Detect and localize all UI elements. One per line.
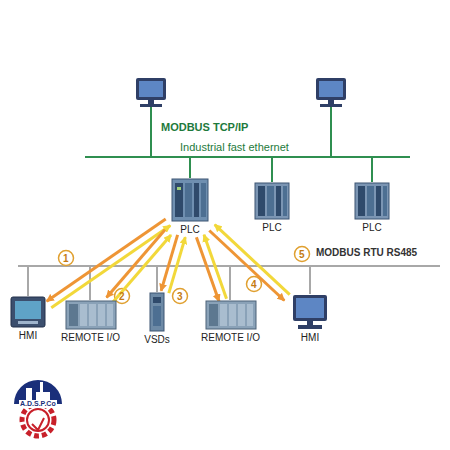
- device-label: HMI: [287, 332, 333, 344]
- bus-label: Industrial fast ethernet: [180, 141, 289, 153]
- bus-label: MODBUS RTU RS485: [314, 247, 419, 258]
- company-logo: [14, 380, 62, 436]
- data-flow-arrow: [169, 237, 186, 293]
- network-title: MODBUS TCP/IP: [161, 121, 248, 133]
- plc-rack: PLC: [168, 178, 212, 236]
- plc-rack: PLC: [251, 182, 293, 234]
- data-flow-arrow: [107, 230, 166, 298]
- workstation-icon: [136, 78, 166, 107]
- ethernet-bus: [85, 107, 410, 182]
- device-icon: [168, 178, 212, 222]
- callout-number: 1: [63, 253, 69, 264]
- data-flow-arrow: [113, 235, 171, 303]
- remote-io-rack: REMOTE I/O: [58, 300, 123, 344]
- data-flow-arrow: [215, 225, 290, 295]
- vsd-drive: VSDs: [141, 292, 173, 346]
- data-flow-arrow: [161, 235, 178, 291]
- device-label: PLC: [168, 224, 212, 236]
- device-icon: [287, 294, 333, 330]
- callout-number: 3: [177, 291, 183, 302]
- device-icon: [198, 300, 263, 330]
- device-label: HMI: [7, 330, 49, 342]
- workstation-icon: [316, 78, 346, 107]
- device-label: REMOTE I/O: [198, 332, 263, 344]
- device-icon: [351, 182, 393, 220]
- data-flow-arrow: [209, 231, 284, 301]
- data-flow-arrow: [196, 237, 219, 301]
- rs485-bus: [18, 266, 440, 300]
- remote-io-rack: REMOTE I/O: [198, 300, 263, 344]
- device-icon: [7, 296, 49, 328]
- callout-number: 5: [299, 249, 305, 260]
- device-label: PLC: [351, 222, 393, 234]
- device-icon: [58, 300, 123, 330]
- device-label: VSDs: [141, 334, 173, 346]
- device-label: PLC: [251, 222, 293, 234]
- device-label: REMOTE I/O: [58, 332, 123, 344]
- logo-text: A.D.S.P.Co: [19, 400, 57, 408]
- device-icon: [141, 292, 173, 332]
- hmi-workstation: HMI: [287, 294, 333, 344]
- device-icon: [251, 182, 293, 220]
- plc-rack: PLC: [351, 182, 393, 234]
- callout-number: 4: [251, 279, 257, 290]
- callout-number: 2: [119, 291, 125, 302]
- hmi-panel: HMI: [7, 296, 49, 342]
